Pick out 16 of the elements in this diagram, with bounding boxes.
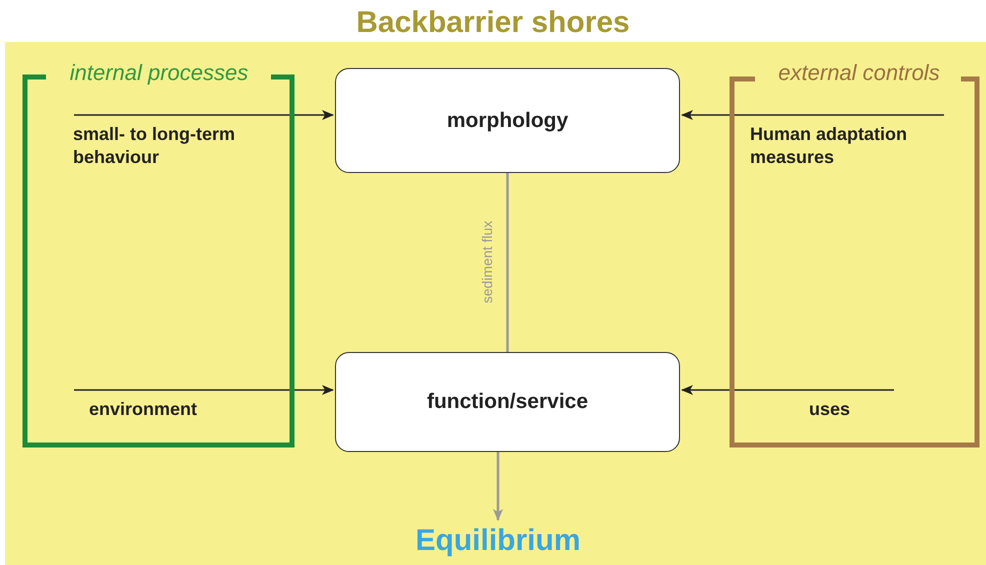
group-heading: external controls	[777, 60, 941, 86]
driver-label: environment	[73, 385, 243, 425]
driver-label: uses	[805, 385, 895, 425]
arrow	[74, 385, 334, 395]
process-box: morphology	[335, 68, 680, 173]
diagram-title: Backbarrier shores	[355, 6, 631, 40]
driver-label: Human adaptation measures	[750, 110, 945, 174]
arrow	[74, 110, 334, 120]
driver-label: small- to long-term behaviour	[73, 110, 288, 174]
arrow	[681, 110, 944, 120]
arrow	[493, 452, 503, 521]
group-heading: internal processes	[68, 60, 250, 86]
process-box: function/service	[335, 352, 680, 452]
outcome-label: Equilibrium	[398, 524, 598, 560]
edge-label: sediment flux	[478, 219, 494, 305]
arrow	[681, 385, 894, 395]
